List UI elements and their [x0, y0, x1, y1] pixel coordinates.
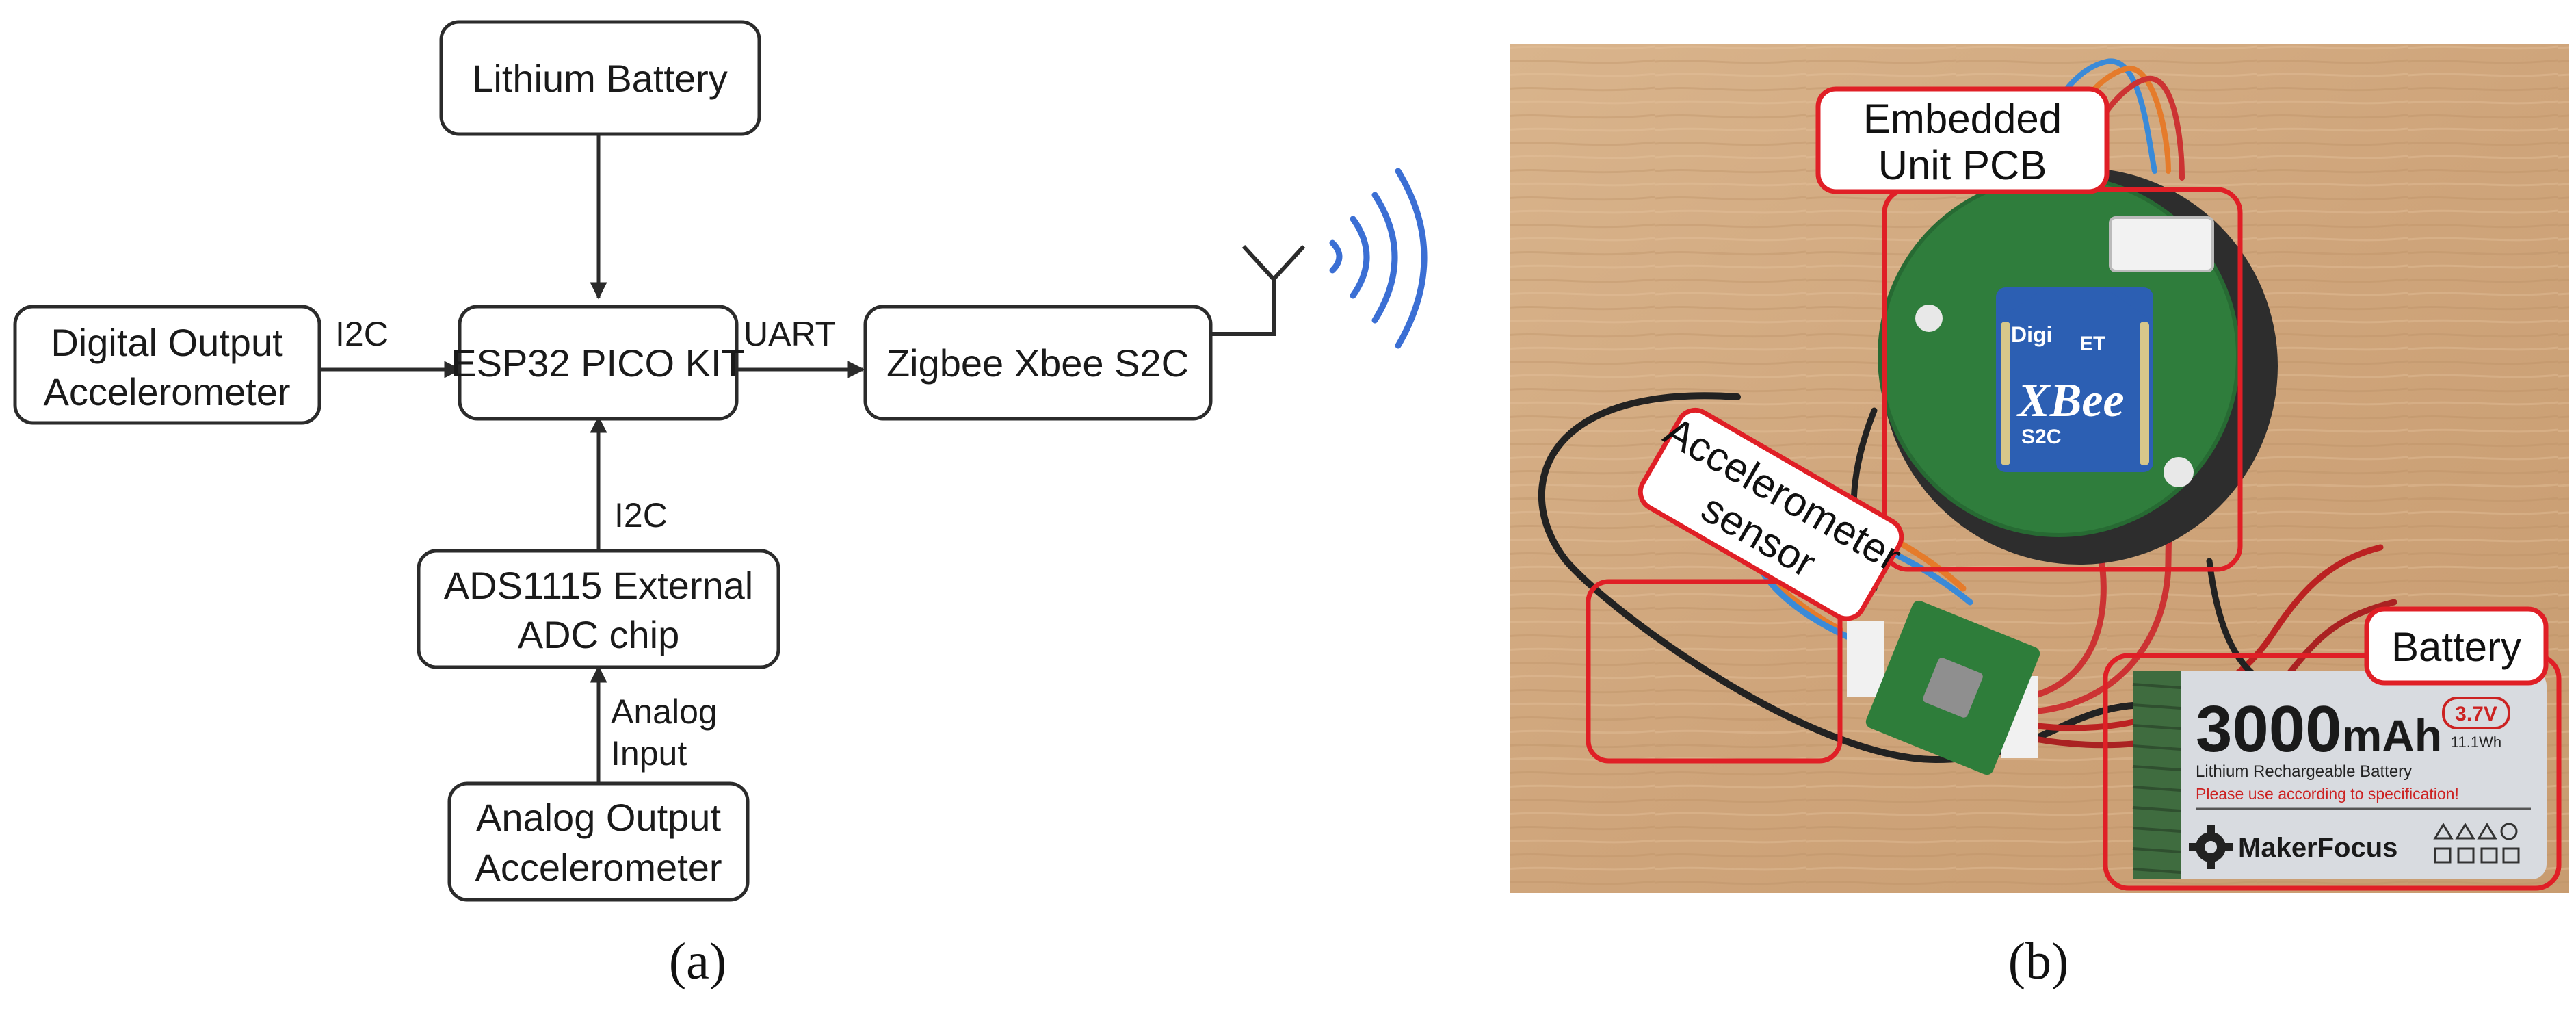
- callout-sensor-box: [1638, 407, 1904, 621]
- antenna-icon: [1211, 244, 1306, 336]
- xbee-brand-label: Digi: [2011, 322, 2052, 347]
- block-xbee: [863, 305, 1213, 421]
- block-xbee-label: Zigbee Xbee S2C: [886, 341, 1189, 385]
- block-esp32: [458, 305, 739, 421]
- callout-pcb-box: [1815, 86, 2110, 194]
- block-analog-accelerometer: [447, 781, 750, 902]
- block-battery: [439, 20, 761, 136]
- battery-energy: 11.1Wh: [2451, 734, 2501, 751]
- caption-b: (b): [2008, 933, 2069, 990]
- block-diagram: Lithium Battery Digital Output Accelerom…: [13, 20, 1428, 902]
- certification-icons: [2433, 823, 2520, 864]
- block-digital-label-1: Digital Output: [51, 321, 283, 364]
- block-battery-label: Lithium Battery: [472, 57, 728, 100]
- battery-line-1: Lithium Rechargeable Battery: [2196, 762, 2412, 781]
- block-digital-label-2: Accelerometer: [43, 370, 290, 413]
- callout-battery-box: [2364, 606, 2549, 686]
- xbee-model-label: XBee: [2016, 374, 2125, 427]
- block-esp32-label: ESP32 PICO KIT: [451, 341, 745, 385]
- battery-voltage: 3.7V: [2455, 703, 2497, 725]
- battery-capacity: 3000mAh: [2196, 692, 2442, 766]
- battery-capacity-unit: mAh: [2342, 710, 2443, 761]
- xbee-sub-label: S2C: [2021, 426, 2061, 448]
- block-analog-label-2: Accelerometer: [475, 846, 722, 889]
- battery-voltage-badge: [2442, 697, 2510, 729]
- embedded-unit-pcb: Digi ET XBee S2C: [1878, 168, 2278, 565]
- block-analog-label-1: Analog Output: [476, 796, 721, 839]
- edge-label-uart: UART: [744, 315, 836, 353]
- callout-pcb-line-1: Embedded: [1863, 96, 2062, 142]
- battery-highlight-frame: [2103, 653, 2562, 891]
- edge-label-adc-i2c: I2C: [614, 496, 668, 534]
- pcb-connector: [2109, 216, 2214, 272]
- hardware-photo: Digi ET XBee S2C: [1510, 44, 2569, 893]
- wireless-signal-icon: [1329, 168, 1428, 349]
- battery-capacity-number: 3000: [2196, 692, 2342, 766]
- caption-a: (a): [669, 933, 726, 990]
- callout-pcb-line-2: Unit PCB: [1878, 142, 2047, 188]
- xbee-et-label: ET: [2079, 333, 2105, 355]
- battery-brand: MakerFocus: [2238, 833, 2397, 863]
- sensor-highlight-frame: [1586, 579, 1843, 764]
- battery-line-2: Please use according to specification!: [2196, 785, 2459, 803]
- block-adc-label-2: ADC chip: [518, 613, 680, 656]
- accelerometer-sensor-board: [1847, 600, 2040, 775]
- edge-label-analog-2: Input: [611, 734, 687, 773]
- xbee-module: [1996, 287, 2153, 472]
- battery-pack: 3000mAh 3.7V 11.1Wh Lithium Rechargeable…: [2132, 671, 2547, 879]
- edge-label-analog-1: Analog: [611, 692, 718, 731]
- gear-logo-icon: [2189, 825, 2233, 869]
- block-adc-label-1: ADS1115 External: [444, 564, 753, 607]
- edge-label-digital-i2c: I2C: [335, 315, 389, 353]
- block-adc: [417, 549, 780, 669]
- block-digital-accelerometer: [13, 305, 321, 425]
- callout-battery-label: Battery: [2391, 624, 2521, 670]
